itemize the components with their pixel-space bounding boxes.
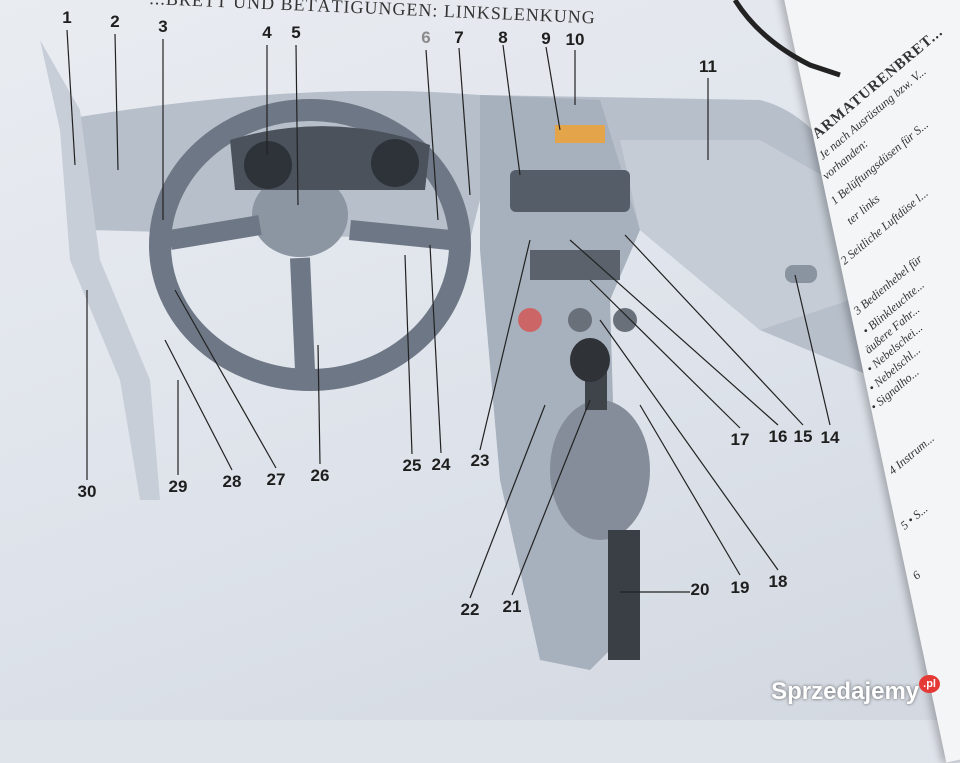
callout-28: 28 xyxy=(222,472,242,491)
cable xyxy=(732,0,841,78)
callout-27: 27 xyxy=(266,470,286,489)
callout-17: 17 xyxy=(730,430,750,449)
callout-1: 1 xyxy=(62,8,72,27)
watermark: Sprzedajemy.pl xyxy=(771,675,940,706)
dashboard-illustration xyxy=(40,29,880,670)
callout-14: 14 xyxy=(820,428,840,447)
callout-21: 21 xyxy=(502,597,522,616)
callout-11: 11 xyxy=(699,57,717,76)
callout-8: 8 xyxy=(498,28,508,47)
watermark-brand: Sprzedajemy xyxy=(771,678,920,705)
watermark-tld: .pl xyxy=(919,675,940,693)
callout-30: 30 xyxy=(77,482,97,501)
callout-5: 5 xyxy=(291,23,301,42)
callout-20: 20 xyxy=(690,580,710,599)
callout-9: 9 xyxy=(541,29,551,48)
callout-22: 22 xyxy=(460,600,480,619)
callout-6: 6 xyxy=(421,28,431,47)
callout-29: 29 xyxy=(168,477,188,496)
callout-26: 26 xyxy=(310,466,330,485)
callout-25: 25 xyxy=(402,456,422,475)
callout-16: 16 xyxy=(768,427,788,446)
callout-24: 24 xyxy=(431,455,451,474)
callout-18: 18 xyxy=(768,572,788,591)
callout-7: 7 xyxy=(454,28,464,47)
callout-15: 15 xyxy=(793,427,813,446)
callout-2: 2 xyxy=(110,12,120,31)
callout-19: 19 xyxy=(730,578,750,597)
callout-3: 3 xyxy=(158,17,168,36)
callout-4: 4 xyxy=(262,23,272,42)
callout-10: 10 xyxy=(565,30,585,49)
callout-23: 23 xyxy=(470,451,490,470)
